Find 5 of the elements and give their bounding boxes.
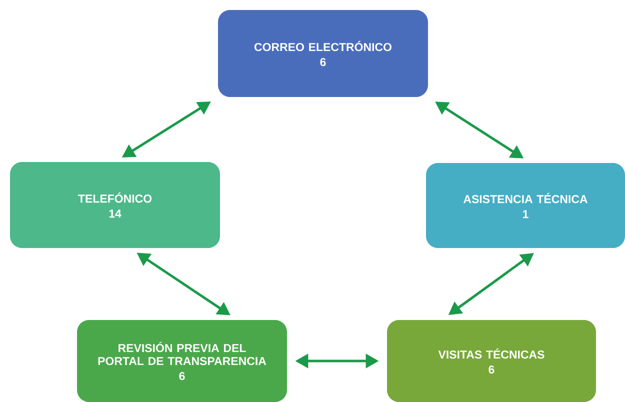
process-box: CORREO ELECTRÓNICO 6	[218, 10, 428, 97]
process-box: ASISTENCIA TÉCNICA 1	[426, 163, 625, 248]
process-box: REVISIÓN PREVIA DEL PORTAL DE TRANSPARENCIA 6	[77, 320, 287, 402]
process-box: VISITAS TÉCNICAS 6	[387, 320, 596, 402]
process-box: TELEFÓNICO 14	[10, 162, 220, 248]
